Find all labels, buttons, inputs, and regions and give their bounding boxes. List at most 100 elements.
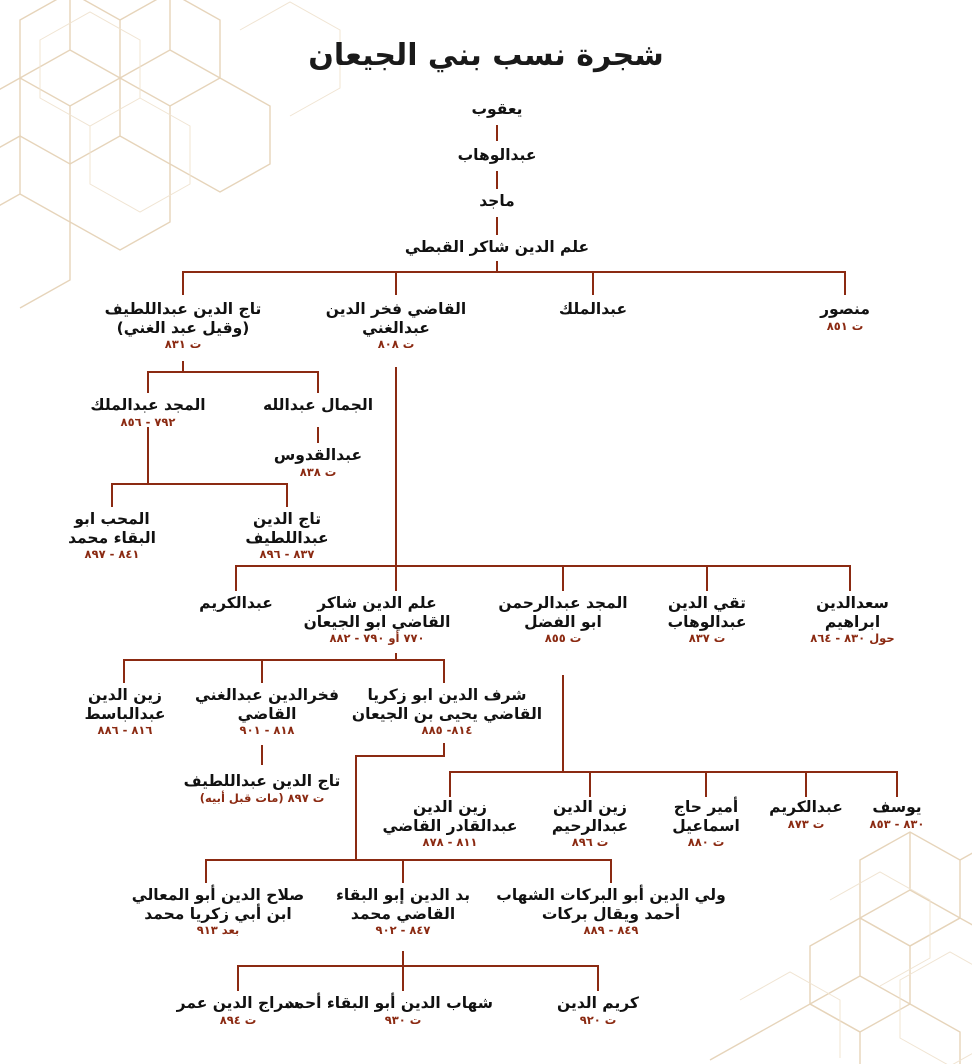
- node-salah-ad-din-muhammad: صلاح الدين أبو المعالي ابن أبي زكريا محم…: [118, 886, 318, 938]
- node-name: زين الدين: [413, 798, 487, 816]
- node-name: المجد عبدالملك: [90, 396, 206, 414]
- node-name: شرف الدين ابو زكريا: [367, 686, 527, 704]
- node-name: زين الدين: [88, 686, 162, 704]
- node-name: اسماعيل: [672, 816, 740, 835]
- node-alam-ad-din-shakir: علم الدين شاكر القبطي: [377, 238, 617, 257]
- node-yusuf: يوسف ٨٣٠ - ٨٥٣: [857, 798, 937, 831]
- node-name: عبدالملك: [558, 300, 628, 318]
- node-name: علم الدين شاكر: [317, 594, 437, 612]
- node-date: ت ٨٣٨: [299, 464, 337, 479]
- node-name: القاضي ابو الجيعان: [303, 612, 451, 631]
- node-date: ٨٤٩ - ٨٨٩: [583, 923, 639, 938]
- node-name: تاج الدين: [252, 510, 322, 528]
- node-name: علم الدين شاكر القبطي: [404, 238, 590, 256]
- node-name: تاج الدين عبداللطيف: [104, 300, 262, 318]
- node-majd-abdulmalik: المجد عبدالملك ٧٩٢ - ٨٥٦: [68, 396, 228, 429]
- node-name: بد الدين إبو البقاء: [335, 886, 471, 904]
- node-name: المجد عبدالرحمن: [498, 594, 628, 612]
- node-badr-ad-din-muhammad: بد الدين إبو البقاء القاضي محمد ٨٤٧ - ٩٠…: [323, 886, 483, 938]
- node-date: ت ٨٥٥: [544, 631, 582, 646]
- node-abdulquddus: عبدالقدوس ت ٨٣٨: [252, 446, 384, 479]
- node-majd-abdulrahman: المجد عبدالرحمن ابو الفضل ت ٨٥٥: [488, 594, 638, 646]
- node-name: عبدالغني: [362, 318, 430, 337]
- node-date: ت ٨٣٧: [688, 631, 726, 646]
- node-name: (وقيل عبد الغني): [116, 318, 250, 337]
- node-name: عبدالكريم: [769, 798, 843, 816]
- node-date: حول ٨٣٠ - ٨٦٤: [810, 631, 895, 646]
- node-jamal-abdullah: الجمال عبدالله: [248, 396, 388, 415]
- node-name: القاضي يحيى بن الجيعان: [351, 704, 543, 723]
- node-name: عبدالباسط: [84, 704, 166, 723]
- node-name: عبداللطيف: [245, 528, 329, 547]
- node-date: ت ٨٧٣: [787, 816, 825, 831]
- node-siraj-ad-din-umar: سراج الدين عمر ت ٨٩٤: [172, 994, 304, 1027]
- node-date: ٨٣٧ - ٨٩٦: [259, 547, 315, 562]
- node-name: أحمد ويقال بركات: [541, 904, 681, 923]
- node-name: تقي الدين: [668, 594, 746, 612]
- node-date: ت ٨٨٠: [687, 835, 725, 850]
- node-date: ٨١٨ - ٩٠١: [239, 723, 295, 738]
- node-date: ت ٨٩٤: [219, 1012, 257, 1027]
- node-name: عبدالرحيم: [551, 816, 629, 835]
- node-yaqub: يعقوب: [417, 100, 577, 119]
- node-date: ٨١٦ - ٨٨٦: [97, 723, 153, 738]
- node-name: تاج الدين عبداللطيف: [183, 772, 341, 790]
- node-date: ت ٩٢٠: [579, 1012, 617, 1027]
- node-name: ابو الفضل: [524, 612, 602, 631]
- node-abdulmalik: عبدالملك: [533, 300, 653, 319]
- node-abdulwahhab: عبدالوهاب: [417, 146, 577, 165]
- node-mansur: منصور ت ٨٥١: [790, 300, 900, 333]
- node-taj-ad-din-abdullatif-2: تاج الدين عبداللطيف ٨٣٧ - ٨٩٦: [212, 510, 362, 562]
- node-sharaf-ad-din-yahya: شرف الدين ابو زكريا القاضي يحيى بن الجيع…: [342, 686, 552, 738]
- node-date: ت ٨٠٨: [377, 337, 415, 352]
- node-taj-ad-din-abdullatif-3: تاج الدين عبداللطيف ت ٨٩٧ (مات قبل أبيه): [172, 772, 352, 805]
- node-abdulkarim-2: عبدالكريم ت ٨٧٣: [756, 798, 856, 831]
- node-name: زين الدين: [553, 798, 627, 816]
- node-name: عبدالوهاب: [667, 612, 747, 631]
- node-name: ابن أبي زكريا محمد: [144, 904, 292, 923]
- node-name: عبدالقدوس: [273, 446, 363, 464]
- node-shihab-ad-din-ahmad: شهاب الدين أبو البقاء أحمد ت ٩٣٠: [285, 994, 493, 1027]
- node-date: ت ٨٣١: [164, 337, 202, 352]
- node-zayn-ad-din-abdulrahim: زين الدين عبدالرحيم ت ٨٩٦: [535, 798, 645, 850]
- node-name: ماجد: [479, 192, 515, 210]
- node-name: القاضي: [237, 704, 297, 723]
- node-alam-ad-din-abu-al-jiaan: علم الدين شاكر القاضي ابو الجيعان ٧٧٠ أو…: [292, 594, 462, 646]
- node-name: سراج الدين عمر: [176, 994, 300, 1012]
- page-title: شجرة نسب بني الجيعان: [308, 38, 664, 73]
- node-name: الجمال عبدالله: [262, 396, 374, 414]
- node-date: ت ٩٣٠: [384, 1012, 422, 1027]
- node-name: القاضي محمد: [350, 904, 456, 923]
- node-name: المحب ابو: [74, 510, 150, 528]
- node-taj-ad-din-abdullatif: تاج الدين عبداللطيف (وقيل عبد الغني) ت ٨…: [93, 300, 273, 352]
- node-name: منصور: [820, 300, 870, 318]
- node-date: ٨٤٧ - ٩٠٢: [375, 923, 431, 938]
- node-name: شهاب الدين أبو البقاء أحمد: [285, 994, 493, 1012]
- node-date: ٨٤١ - ٨٩٧: [84, 547, 140, 562]
- node-name: سعدالدين: [816, 594, 889, 612]
- node-name: عبدالوهاب: [457, 146, 537, 164]
- node-name: يعقوب: [471, 100, 523, 118]
- node-muhibb-abu-al-baqa: المحب ابو البقاء محمد ٨٤١ - ٨٩٧: [42, 510, 182, 562]
- node-date: ت ٨٩٧ (مات قبل أبيه): [199, 790, 325, 805]
- node-name: القاضي فخر الدين: [325, 300, 467, 318]
- node-name: كريم الدين: [557, 994, 639, 1012]
- node-name: البقاء محمد: [68, 528, 156, 547]
- node-date: ٨١١ - ٨٧٨: [422, 835, 478, 850]
- node-taqi-ad-din-abdulwahhab: تقي الدين عبدالوهاب ت ٨٣٧: [652, 594, 762, 646]
- node-name: صلاح الدين أبو المعالي: [131, 886, 305, 904]
- node-date: ت ٨٥١: [826, 318, 864, 333]
- node-date: ٧٩٢ - ٨٥٦: [120, 414, 176, 429]
- node-fakhr-ad-din-abdulghani: فخرالدين عبدالغني القاضي ٨١٨ - ٩٠١: [192, 686, 342, 738]
- node-name: ولي الدين أبو البركات الشهاب: [496, 886, 726, 904]
- node-zayn-ad-din-abdulqadir: زين الدين عبدالقادر القاضي ٨١١ - ٨٧٨: [382, 798, 518, 850]
- node-majid: ماجد: [417, 192, 577, 211]
- node-name: يوسف: [872, 798, 922, 816]
- node-name: أمير حاج: [673, 798, 739, 816]
- node-qadi-fakhr-ad-din: القاضي فخر الدين عبدالغني ت ٨٠٨: [316, 300, 476, 352]
- node-saad-ad-din-ibrahim: سعدالدين ابراهيم حول ٨٣٠ - ٨٦٤: [795, 594, 910, 646]
- node-zayn-ad-din-abdulbasit: زين الدين عبدالباسط ٨١٦ - ٨٨٦: [70, 686, 180, 738]
